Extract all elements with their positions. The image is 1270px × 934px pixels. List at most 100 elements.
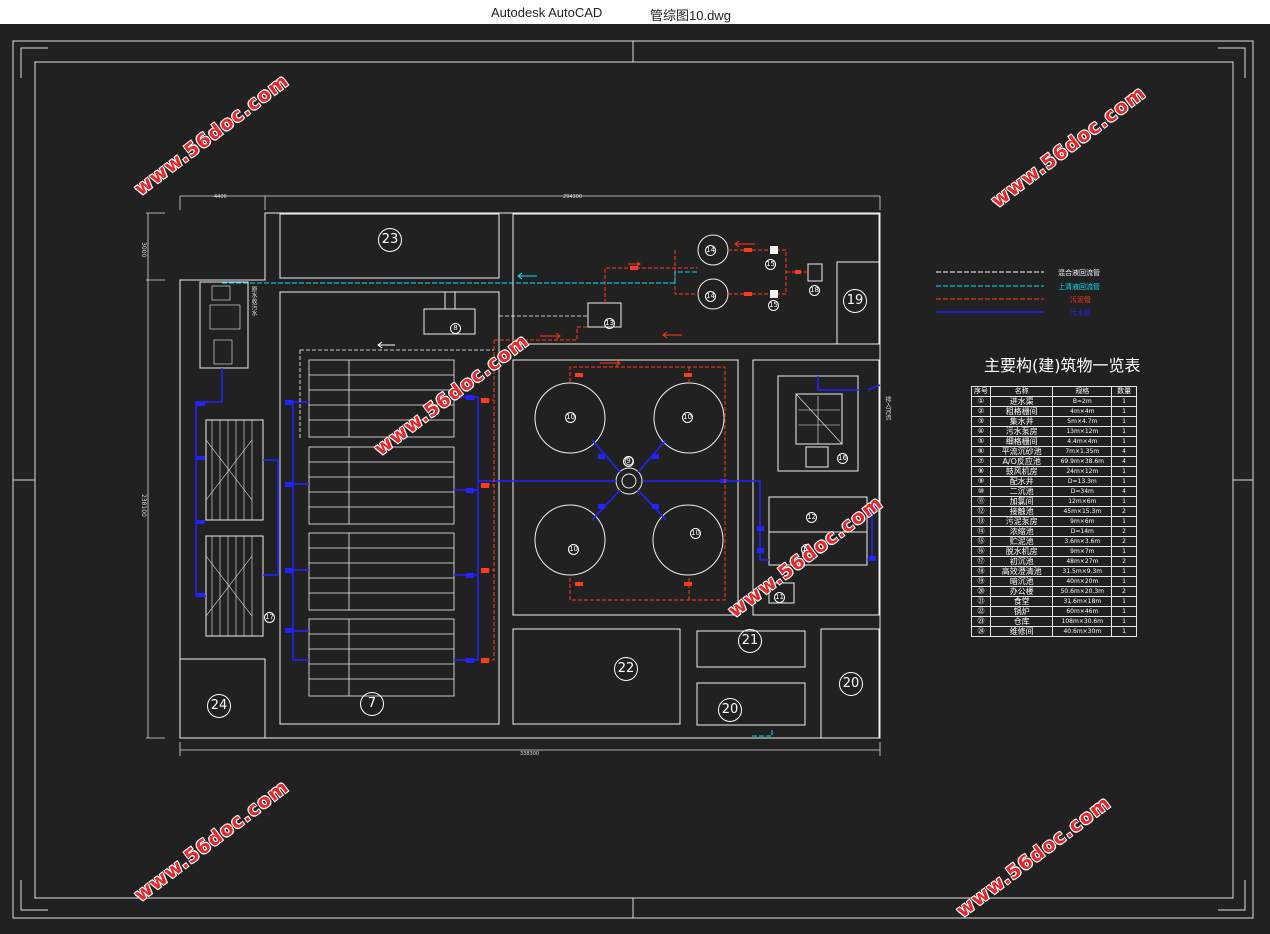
row-name: 细格栅间 <box>989 436 1054 447</box>
row-spec: B=2m <box>1052 396 1113 407</box>
label-8: 8 <box>450 323 461 334</box>
row-name: 加氯间 <box>989 496 1054 507</box>
row-spec: 108m×30.6m <box>1052 616 1113 627</box>
legend-label-sludge: 污泥管 <box>1070 296 1091 304</box>
row-spec: 31.5m×9.3m <box>1052 566 1113 577</box>
row-qty: 1 <box>1111 576 1137 587</box>
cad-drawing <box>12 40 1254 919</box>
row-name: 浓缩池 <box>989 526 1054 537</box>
row-name: 锅炉 <box>989 606 1054 617</box>
row-no: ⑧ <box>971 466 991 477</box>
row-qty: 1 <box>1111 546 1137 557</box>
row-name: 贮泥池 <box>989 536 1054 547</box>
row-no: ⑲ <box>971 576 991 587</box>
row-qty: 2 <box>1111 506 1137 517</box>
row-qty: 4 <box>1111 486 1137 497</box>
label-14b: 14 <box>705 291 716 302</box>
row-name: 脱水机房 <box>989 546 1054 557</box>
row-qty: 2 <box>1111 526 1137 537</box>
legend-label-supernatant: 上清液回流管 <box>1058 283 1100 291</box>
label-19: 19 <box>843 289 867 313</box>
label-9: 9 <box>623 456 634 467</box>
row-name: 配水井 <box>989 476 1054 487</box>
row-qty: 2 <box>1111 536 1137 547</box>
label-22: 22 <box>614 657 638 681</box>
row-no: ⑫ <box>971 506 991 517</box>
row-no: ⑭ <box>971 526 991 537</box>
row-qty: 2 <box>1111 586 1137 597</box>
row-spec: 69.9m×38.6m <box>1052 456 1113 467</box>
row-qty: 2 <box>1111 556 1137 567</box>
row-spec: D=14m <box>1052 526 1113 537</box>
label-20b: 20 <box>839 672 863 696</box>
row-spec: 9m×7m <box>1052 546 1113 557</box>
row-no: ㉓ <box>971 616 991 627</box>
app-title: Autodesk AutoCAD <box>491 5 603 20</box>
row-qty: 1 <box>1111 616 1137 627</box>
row-no: ㉒ <box>971 606 991 617</box>
label-24: 24 <box>207 694 231 718</box>
dim-bottom: 338300 <box>520 751 540 757</box>
row-name: 接触池 <box>989 506 1054 517</box>
dim-left-main: 238100 <box>140 494 147 517</box>
row-name: 办公楼 <box>989 586 1054 597</box>
label-13: 13 <box>604 318 615 329</box>
label-10d: 10 <box>690 528 701 539</box>
row-spec: 50.6m×20.3m <box>1052 586 1113 597</box>
row-no: ⑬ <box>971 516 991 527</box>
row-no: ⑥ <box>971 446 991 457</box>
legend-label-mixed: 混合液回流管 <box>1058 269 1100 277</box>
row-name: 平流沉砂池 <box>989 446 1054 457</box>
row-name: 初沉池 <box>989 556 1054 567</box>
table-title: 主要构(建)筑物一览表 <box>984 356 1141 375</box>
row-spec: 48m×27m <box>1052 556 1113 567</box>
row-spec: 9m×6m <box>1052 516 1113 527</box>
row-spec: 60m×46m <box>1052 606 1113 617</box>
file-name: 管综图10.dwg <box>650 8 731 23</box>
row-no: ⑮ <box>971 536 991 547</box>
header-qty: 数量 <box>1111 386 1137 397</box>
row-spec: 31.6m×18m <box>1052 596 1113 607</box>
row-name: 集水井 <box>989 416 1054 427</box>
label-10c: 10 <box>568 544 579 555</box>
row-spec: 40m×20m <box>1052 576 1113 587</box>
row-spec: 4.4m×4m <box>1052 436 1113 447</box>
row-name: A/O反应池 <box>989 456 1054 467</box>
row-name: 粗格栅间 <box>989 406 1054 417</box>
row-qty: 1 <box>1111 406 1137 417</box>
row-spec: 40.6m×30m <box>1052 626 1113 637</box>
label-15a: 15 <box>765 259 776 270</box>
legend-label-sewage: 污水管 <box>1070 309 1091 317</box>
row-name: 暗沉池 <box>989 576 1054 587</box>
label-18: 18 <box>809 285 820 296</box>
row-qty: 4 <box>1111 456 1137 467</box>
table-header-row: 序号 名称 规格 数量 <box>971 386 1137 397</box>
drawing-canvas[interactable]: 4400 294300 338300 3000 238100 原水收污水 排入河… <box>0 24 1270 934</box>
dim-top-main: 294300 <box>563 194 583 200</box>
label-21: 21 <box>738 629 762 653</box>
row-no: ⑱ <box>971 566 991 577</box>
row-name: 污水泵房 <box>989 426 1054 437</box>
row-name: 维修间 <box>989 626 1054 637</box>
header-name: 名称 <box>989 386 1054 397</box>
row-name: 食堂 <box>989 596 1054 607</box>
label-12a: 12 <box>806 512 817 523</box>
